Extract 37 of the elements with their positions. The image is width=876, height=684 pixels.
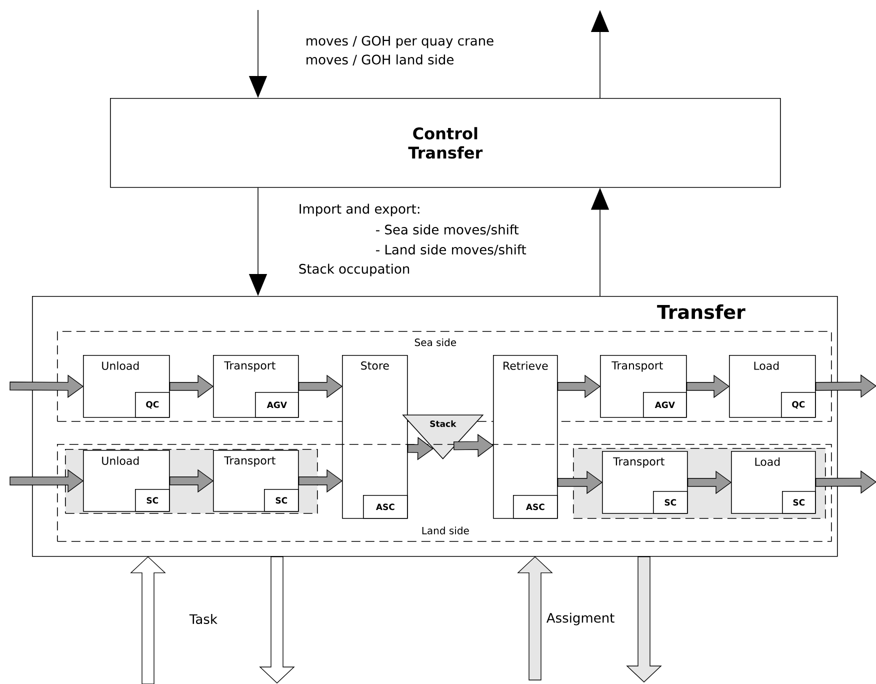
- note-text: moves / GOH land side: [306, 54, 454, 66]
- block-arrow: [454, 434, 494, 458]
- equipment-tag: QC: [135, 392, 170, 418]
- block-arrow: [259, 556, 295, 684]
- note-text: Import and export:: [300, 204, 420, 216]
- note-text: Task: [189, 614, 218, 624]
- note-text: Stack occupation: [299, 264, 410, 276]
- block-arrow: [298, 374, 343, 398]
- note-text: Assigment: [546, 612, 614, 626]
- block-arrow: [557, 374, 601, 398]
- block-arrow: [407, 436, 434, 460]
- equipment-tag: QC: [781, 392, 816, 418]
- equipment-tag: SC: [135, 489, 170, 512]
- equipment-tag: ASC: [513, 495, 558, 519]
- block-arrow: [10, 469, 84, 493]
- block-arrow: [686, 374, 730, 398]
- equipment-tag: SC: [782, 491, 816, 514]
- equipment-tag: AGV: [643, 392, 687, 418]
- note-text: - Land side moves/shift: [376, 244, 526, 256]
- equipment-tag: ASC: [363, 495, 408, 519]
- equipment-tag: AGV: [255, 392, 299, 418]
- block-arrow: [815, 470, 876, 494]
- block-arrow: [298, 469, 343, 493]
- block-arrow: [10, 374, 84, 398]
- block-arrow: [687, 470, 732, 494]
- note-text: - Sea side moves/shift: [376, 224, 519, 236]
- equipment-tag: SC: [653, 491, 688, 514]
- block-arrow: [815, 374, 876, 398]
- equipment-tag: SC: [264, 489, 299, 512]
- note-text: moves / GOH per quay crane: [306, 36, 494, 48]
- block-arrow: [626, 556, 662, 682]
- block-arrow: [169, 469, 214, 493]
- block-arrow: [517, 556, 553, 680]
- block-arrow: [169, 374, 214, 398]
- block-arrow: [557, 470, 603, 494]
- control-box: Control Transfer: [110, 98, 781, 188]
- block-arrow: [130, 556, 166, 684]
